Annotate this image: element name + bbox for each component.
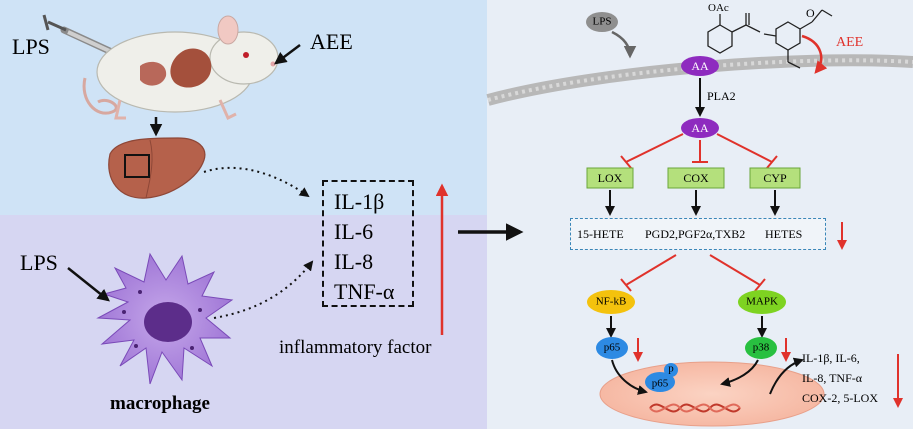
lps-to-membrane-arrow (611, 30, 637, 59)
macrophage-label: macrophage (110, 393, 210, 414)
output-line-2: IL-8, TNF-α (802, 371, 863, 385)
p65-nuclear-label: p65 (651, 377, 669, 390)
metabolite-hetes: HETES (765, 227, 803, 241)
aa-inhibition-lines (620, 133, 778, 169)
metabolite-box: 15-HETE PGD2,PGF2α,TXB2 HETES (570, 218, 826, 250)
p38-label: p38 (752, 341, 770, 354)
aee-to-mouse-arrow (274, 44, 301, 65)
lps-blob-icon (586, 12, 618, 32)
nfkb-label: NF-kB (595, 295, 627, 308)
pla2-label: PLA2 (707, 89, 736, 103)
metabolite-15-hete: 15-HETE (577, 227, 624, 241)
cox-box (667, 167, 725, 189)
lox-box (586, 167, 634, 189)
oac-label: OAc (708, 2, 729, 14)
dna-icon (649, 403, 741, 413)
metabolite-pgd2: PGD2,PGF2α,TXB2 (645, 227, 746, 241)
p65-nuclear-node (645, 372, 675, 392)
cyp-label: CYP (763, 171, 787, 185)
factor-il6: IL-6 (334, 219, 374, 244)
eugenol-structure-icon (707, 9, 833, 69)
lps-right-label: LPS (592, 15, 612, 28)
p65-label: p65 (603, 341, 621, 354)
mapk-label: MAPK (746, 295, 778, 308)
macrophage-icon (96, 252, 234, 385)
pathway-inhibition-lines (620, 254, 766, 292)
output-arrow (769, 357, 804, 395)
factor-il8: IL-8 (334, 249, 374, 274)
cyp-box (749, 167, 801, 189)
inflammatory-factor-box: IL-1β IL-6 IL-8 TNF-α (322, 180, 414, 307)
phospho-node (664, 363, 678, 377)
liver-to-factors-arrow (203, 166, 310, 198)
factor-tnfa: TNF-α (334, 279, 395, 304)
aa-mid-node (681, 118, 719, 138)
mapk-node (738, 290, 786, 314)
nfkb-node (587, 290, 635, 314)
aa-top-label: AA (691, 59, 709, 73)
output-line-3: COX-2, 5-LOX (802, 391, 878, 405)
p65-translocation-arrow (611, 359, 648, 395)
aa-top-node (681, 56, 719, 76)
lps-to-macrophage-arrow (67, 267, 110, 302)
p38-translocation-arrow (720, 359, 759, 387)
cox-label: COX (683, 171, 709, 185)
aee-top-label: AEE (310, 29, 353, 54)
aa-mid-label: AA (691, 121, 709, 135)
mouse-icon (82, 15, 279, 121)
aee-to-membrane-arrow (801, 34, 828, 74)
macrophage-to-factors-arrow (213, 260, 314, 319)
lps-bottom-label: LPS (20, 250, 58, 275)
phospho-label: p (668, 362, 674, 375)
output-line-1: IL-1β, IL-6, (802, 351, 860, 365)
lps-top-label: LPS (12, 34, 50, 59)
p38-node (745, 337, 777, 359)
p65-node (596, 337, 628, 359)
left-bottom-panel (0, 215, 487, 429)
lox-label: LOX (597, 171, 623, 185)
factor-il1b: IL-1β (334, 189, 385, 214)
aee-right-label: AEE (836, 35, 864, 50)
liver-icon (108, 137, 206, 199)
inflammatory-factor-label: inflammatory factor (279, 337, 432, 358)
eugenol-o-label: O (806, 6, 815, 20)
nucleus (599, 361, 825, 427)
